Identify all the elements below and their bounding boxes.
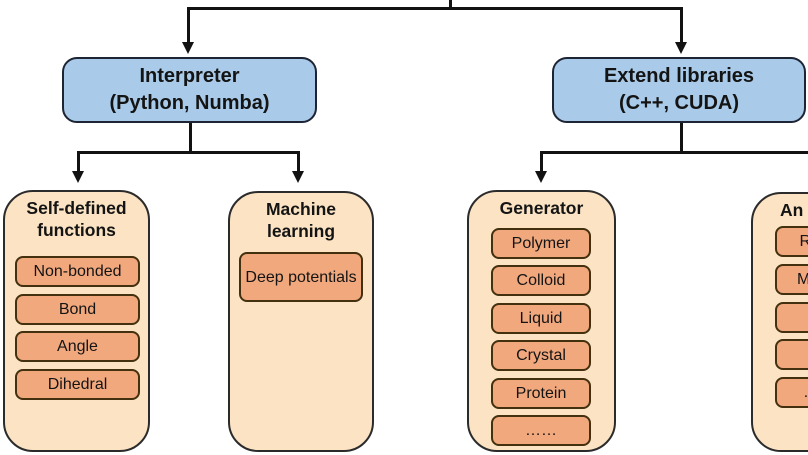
connector-to-self-defined xyxy=(76,151,80,172)
interpreter-node-line2: (Python, Numba) xyxy=(109,92,270,114)
arrowhead-down-icon xyxy=(182,42,194,54)
connector-to-machine-learning xyxy=(296,151,300,172)
chip-bond: Bond xyxy=(15,293,140,325)
arrowhead-down-icon xyxy=(675,42,687,54)
extend-libraries-node-line1: Extend libraries xyxy=(603,65,755,87)
interpreter-node-line1: Interpreter xyxy=(139,65,240,87)
chip-angle: Angle xyxy=(15,331,140,362)
panel-analyzer-clipped: An R M … xyxy=(751,192,808,452)
chip-clipped-5: … xyxy=(775,376,808,408)
connector-to-interpreter xyxy=(187,7,190,43)
connector-top-horizontal xyxy=(187,7,683,10)
chip-non-bonded: Non-bonded xyxy=(15,256,140,287)
interpreter-node: Interpreter (Python, Numba) xyxy=(62,57,317,123)
connector-root-stub xyxy=(448,0,452,9)
chip-dihedral: Dihedral xyxy=(15,368,140,400)
chip-clipped-2: M xyxy=(775,264,808,295)
chip-ellipsis: …… xyxy=(491,415,591,446)
connector-extend-down xyxy=(679,122,683,153)
panel-self-defined-functions: Self-defined functions Non-bonded Bond A… xyxy=(3,190,150,452)
chip-crystal: Crystal xyxy=(491,340,591,371)
panel-machine-learning-title: Machine learning xyxy=(265,199,337,241)
chip-clipped-4 xyxy=(775,339,808,370)
connector-interpreter-down xyxy=(188,122,192,153)
chip-clipped-1: R xyxy=(775,226,808,257)
chip-protein: Protein xyxy=(491,377,591,409)
arrowhead-down-icon xyxy=(534,171,547,183)
chip-polymer: Polymer xyxy=(491,227,591,259)
panel-self-defined-functions-title: Self-defined functions xyxy=(26,198,127,240)
panel-generator-title: Generator xyxy=(499,198,584,218)
connector-extend-horizontal xyxy=(539,151,808,154)
connector-interpreter-horizontal xyxy=(76,151,300,154)
connector-to-extend-libraries xyxy=(680,7,683,43)
extend-libraries-node: Extend libraries (C++, CUDA) xyxy=(552,57,806,123)
chip-liquid: Liquid xyxy=(491,302,591,334)
chip-clipped-3 xyxy=(775,301,808,333)
panel-analyzer-clipped-title: An xyxy=(780,200,804,220)
connector-to-generator xyxy=(539,151,543,172)
chip-deep-potentials: Deep potentials xyxy=(239,252,363,302)
panel-machine-learning: Machine learning Deep potentials xyxy=(228,191,374,452)
extend-libraries-node-line2: (C++, CUDA) xyxy=(618,92,739,114)
panel-generator: Generator Polymer Colloid Liquid Crystal… xyxy=(467,190,616,452)
arrowhead-down-icon xyxy=(71,171,84,183)
chip-colloid: Colloid xyxy=(491,265,591,296)
arrowhead-down-icon xyxy=(291,171,304,183)
